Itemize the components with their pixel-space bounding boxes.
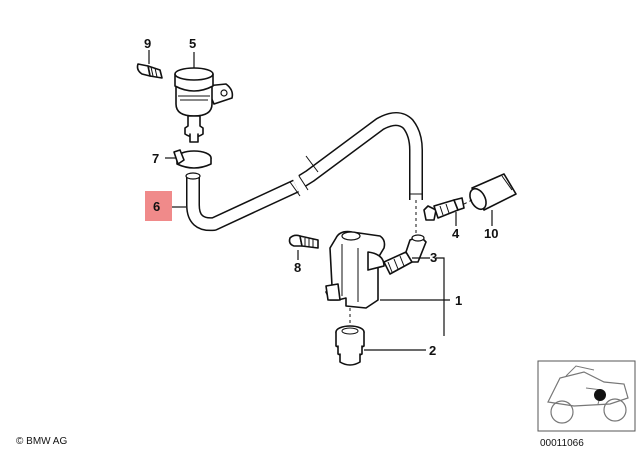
motorcycle-thumbnail [537,360,636,432]
diagram-number: 00011066 [540,438,584,449]
bolt-part-8[interactable] [288,234,319,249]
callout-1: 1 [455,293,462,308]
callout-10: 10 [484,226,498,241]
switch-part-4[interactable] [423,197,465,221]
assembly-lines [349,199,473,326]
screw-part-9[interactable] [136,63,163,79]
clamp-part-7[interactable] [173,149,212,169]
callout-5: 5 [189,36,196,51]
leader-lines [148,50,493,351]
callout-8: 8 [294,260,301,275]
copyright-text: © BMW AG [16,436,67,447]
callout-9: 9 [144,36,151,51]
piston-part-2[interactable] [335,325,365,366]
master-cylinder-part-1[interactable] [325,230,386,309]
callout-3: 3 [430,250,437,265]
callout-6: 6 [153,199,160,214]
hose[interactable] [185,112,423,232]
callout-7: 7 [152,151,159,166]
fitting-part-3[interactable] [383,234,427,275]
callout-4: 4 [452,226,460,241]
callout-2: 2 [429,343,436,358]
sleeve-part-10[interactable] [467,173,517,212]
location-marker [594,389,606,401]
callout-6-highlight [145,191,172,221]
reservoir-part-5[interactable] [174,67,234,143]
